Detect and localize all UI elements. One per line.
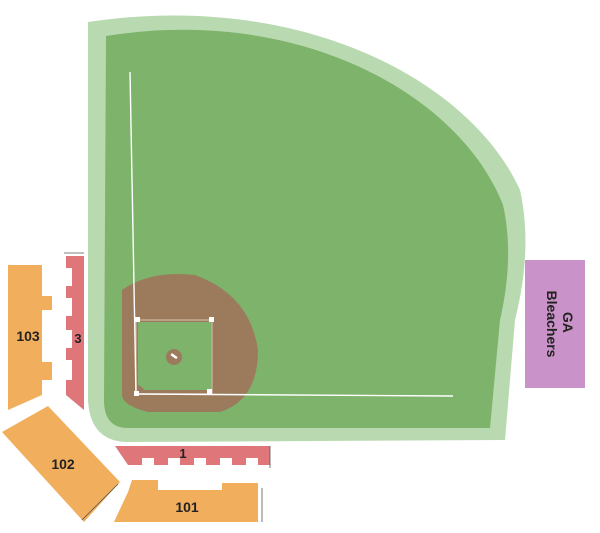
section-102-label: 102 (51, 456, 75, 472)
section-103-label: 103 (16, 328, 40, 344)
section-102[interactable] (2, 406, 120, 522)
section-3-label: 3 (74, 331, 81, 346)
section-ga-bleachers[interactable] (525, 260, 585, 388)
third-base-foul-line (129, 71, 137, 395)
ga-label-line1: GA (560, 312, 576, 333)
second-base (135, 317, 140, 322)
aisle-line-102 (81, 483, 119, 521)
section-3[interactable] (66, 256, 84, 410)
ga-label-line2: Bleachers (544, 291, 560, 358)
third-base-corner (209, 317, 214, 322)
first-base (207, 389, 212, 394)
ga-bleachers-label: GA Bleachers (544, 291, 576, 358)
section-1[interactable] (115, 446, 270, 465)
first-base-foul-line (135, 393, 454, 397)
section-1-label: 1 (179, 446, 186, 461)
section-101[interactable] (114, 480, 258, 522)
home-plate (134, 391, 139, 396)
section-101-label: 101 (175, 499, 199, 515)
section-103[interactable] (8, 265, 52, 410)
pitchers-rubber (170, 353, 178, 360)
